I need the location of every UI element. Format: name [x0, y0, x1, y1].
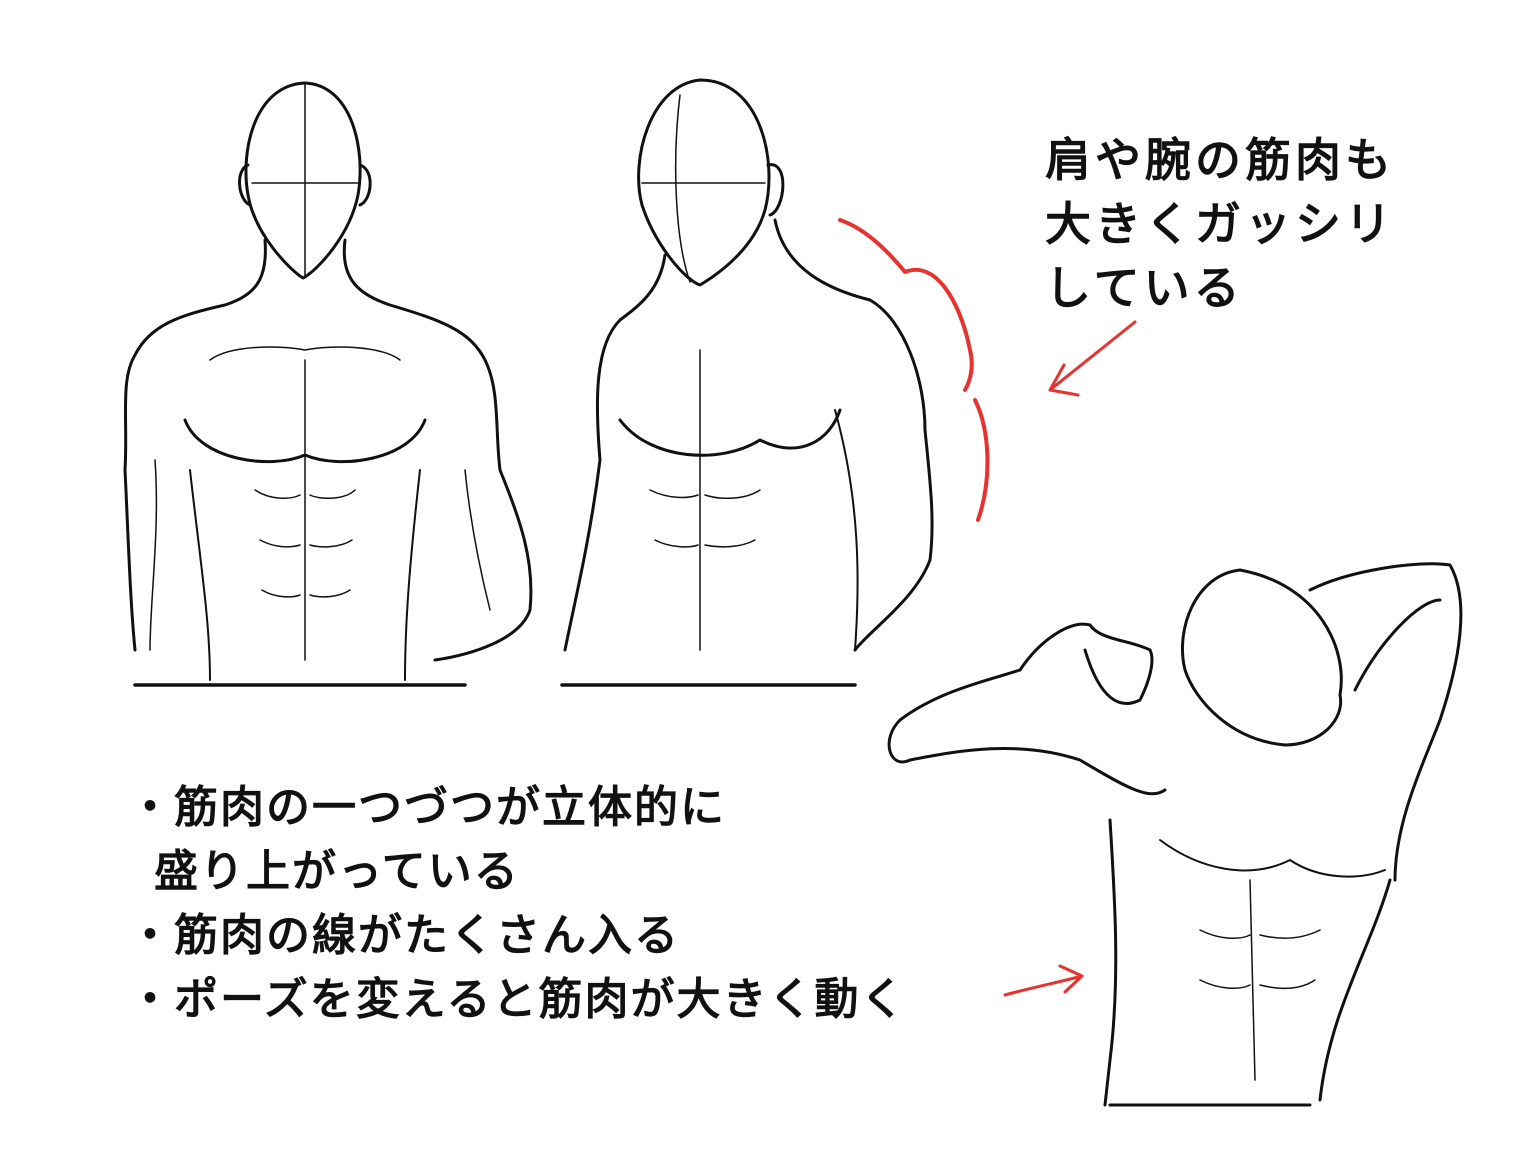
annotation-line: 大きくガッシリ: [1045, 197, 1395, 251]
bullet-item: ・筋肉の一つづつが立体的に: [128, 782, 726, 833]
bullet-item: ・ポーズを変えると筋肉が大きく動く: [128, 974, 907, 1025]
arm-highlight-curve: [973, 398, 990, 522]
annotation-text: 肩や腕の筋肉も 大きくガッシリ している: [1045, 128, 1395, 320]
bullet-item-continuation: 盛り上がっている: [154, 846, 520, 897]
bullet-item: ・筋肉の線がたくさん入る: [128, 910, 680, 961]
annotation-line: 肩や腕の筋肉も: [1045, 133, 1395, 187]
red-arrow-icon: [1048, 320, 1137, 397]
shoulder-highlight-curve: [838, 218, 974, 392]
three-quarter-torso-figure: [560, 78, 934, 687]
bullet-list: ・筋肉の一つづつが立体的に 盛り上がっている ・筋肉の線がたくさん入る ・ポーズ…: [128, 776, 906, 1032]
front-torso-figure: [123, 81, 533, 687]
annotation-line: している: [1045, 261, 1244, 315]
red-accent-marks: [838, 218, 1137, 997]
flexing-torso-figure: [887, 562, 1463, 1107]
red-arrow-icon: [1003, 964, 1084, 997]
